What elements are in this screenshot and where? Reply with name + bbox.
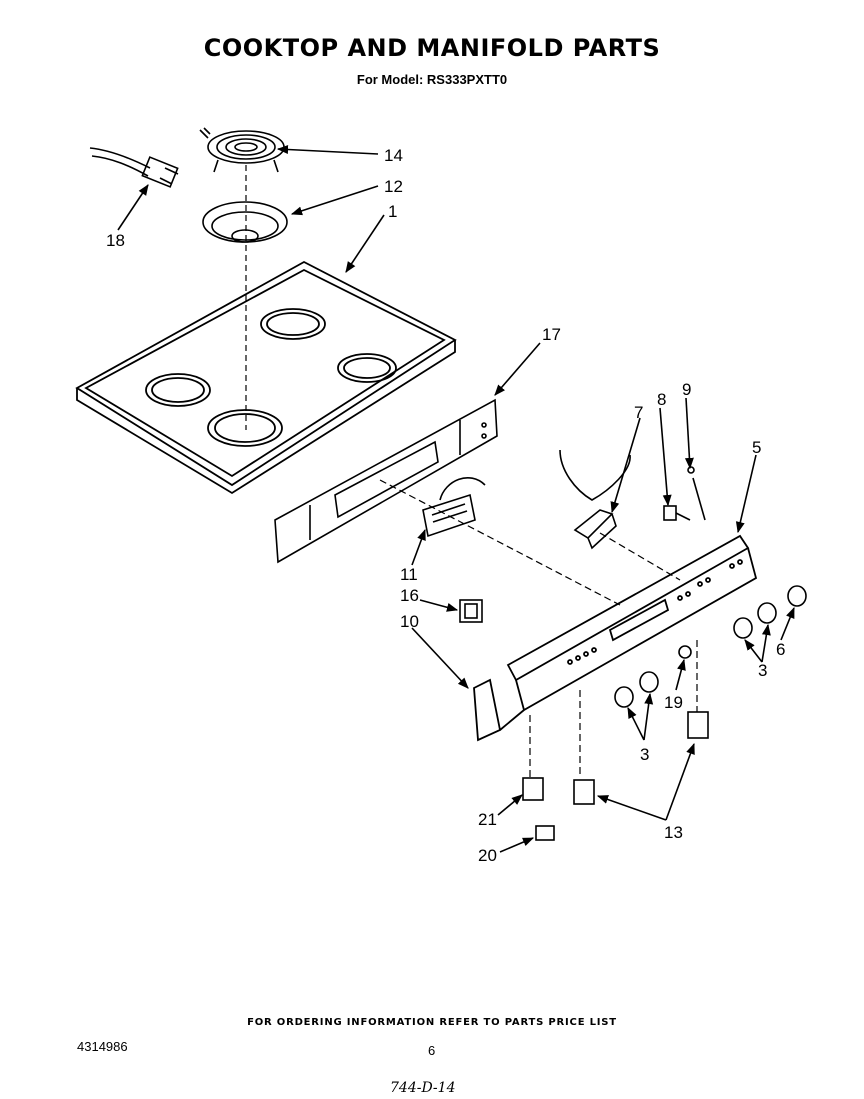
callout-9: 9	[682, 380, 691, 399]
callout-6: 6	[776, 640, 785, 659]
document-number: 4314986	[77, 1039, 128, 1054]
callout-12: 12	[384, 177, 403, 196]
surface-element-part	[199, 127, 285, 173]
callout-10: 10	[400, 612, 419, 631]
callout-7: 7	[634, 403, 643, 422]
clip-part-9	[687, 466, 706, 521]
handwritten-code: 744-D-14	[390, 1080, 456, 1096]
knob-parts	[614, 585, 807, 708]
block-part-16	[459, 599, 483, 623]
callout-14: 14	[384, 146, 403, 165]
ordering-note: FOR ORDERING INFORMATION REFER TO PARTS …	[247, 1017, 617, 1028]
manifold-bracket-part	[274, 398, 498, 564]
callout-18: 18	[106, 231, 125, 250]
wire-harness-part	[559, 449, 631, 550]
switch-parts	[522, 711, 709, 841]
callout-13: 13	[664, 823, 683, 842]
page-title: COOKTOP AND MANIFOLD PARTS	[203, 34, 661, 62]
callout-17: 17	[542, 325, 561, 344]
callout-11: 11	[400, 565, 418, 584]
callout-3-right: 3	[758, 661, 767, 680]
callout-21: 21	[478, 810, 497, 829]
callout-16: 16	[400, 586, 419, 605]
screw-part-8	[663, 505, 691, 521]
callout-8: 8	[657, 390, 666, 409]
callout-19: 19	[664, 693, 683, 712]
callout-20: 20	[478, 846, 497, 865]
callout-1: 1	[388, 202, 397, 221]
page-number: 6	[428, 1043, 436, 1058]
drip-bowl-part	[202, 201, 288, 243]
terminal-block-part	[89, 147, 179, 188]
cooktop-part	[75, 260, 457, 495]
callout-3-left: 3	[640, 745, 649, 764]
model-subtitle: For Model: RS333PXTT0	[356, 72, 508, 87]
control-panel-part	[473, 534, 758, 742]
callout-5: 5	[752, 438, 761, 457]
